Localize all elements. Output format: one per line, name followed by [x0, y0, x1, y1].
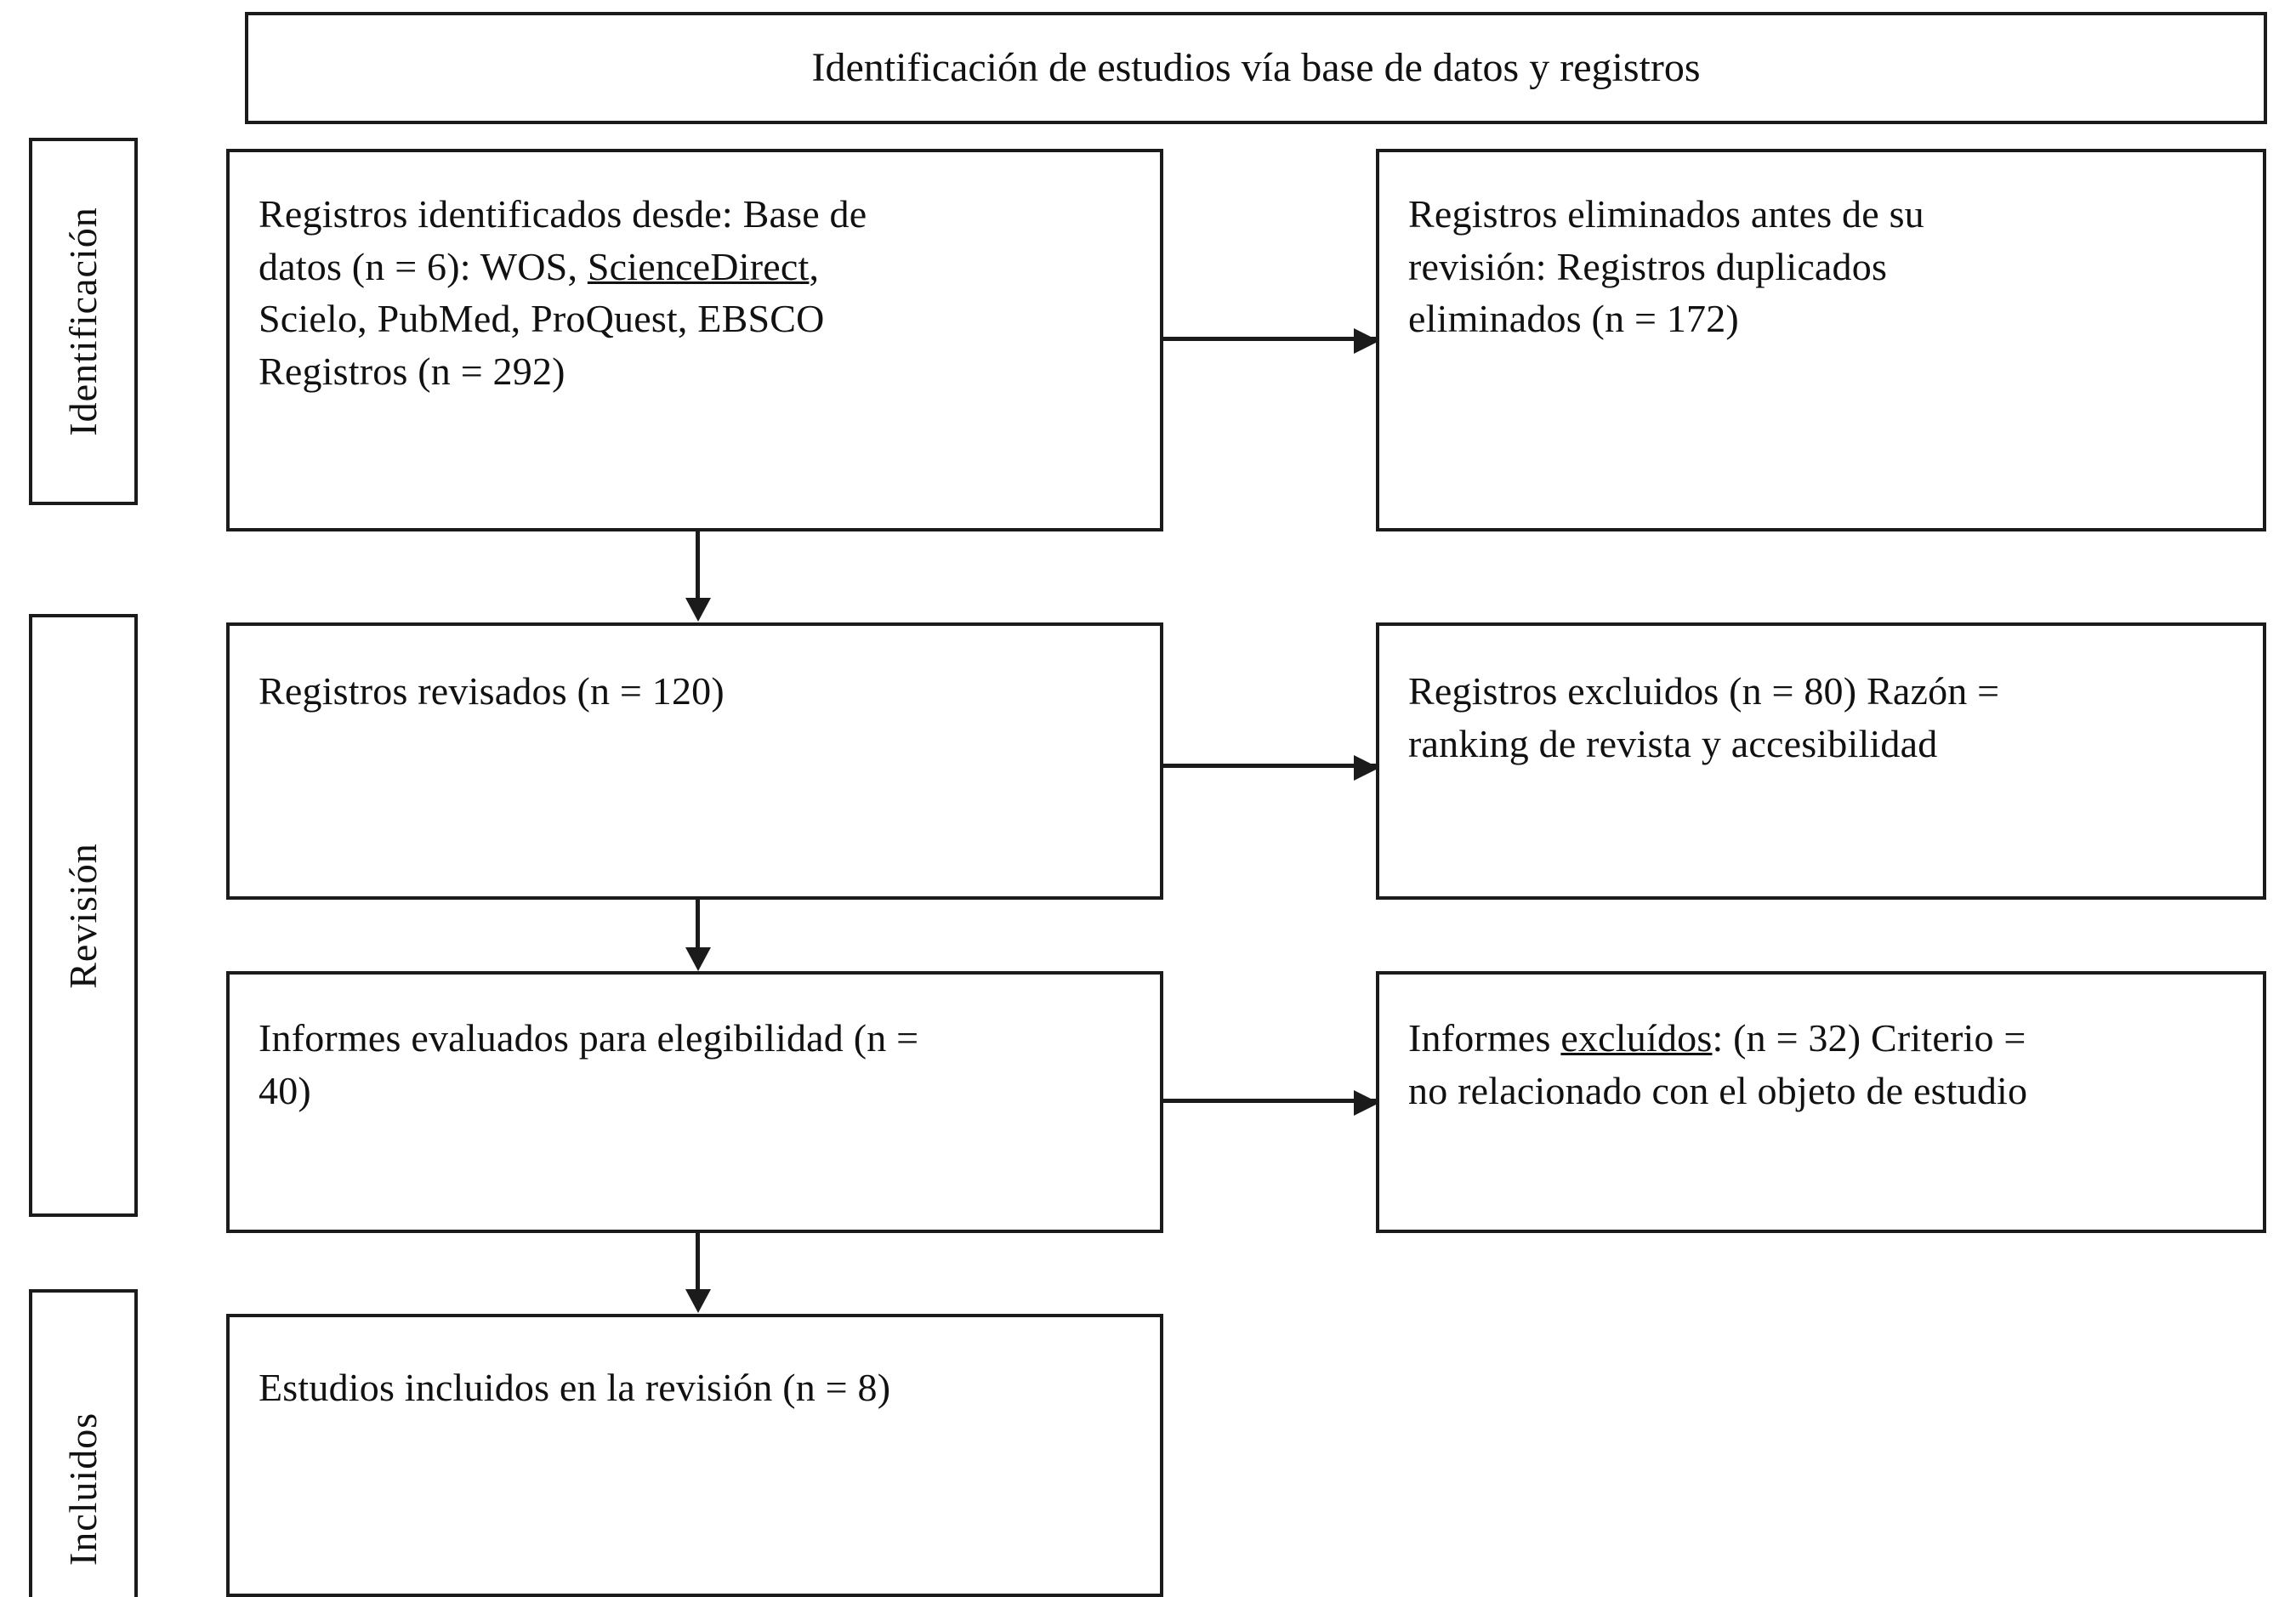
text-line: Registros revisados (n = 120): [259, 669, 725, 713]
text-line: Informes evaluados para elegibilidad (n …: [259, 1016, 919, 1060]
text-segment: ,: [809, 244, 820, 288]
box-records-excluded: Registros excluidos (n = 80) Razón = ran…: [1376, 622, 2266, 900]
text-line: Informes excluídos: (n = 32) Criterio =: [1408, 1012, 2242, 1065]
text-line: Registros excluidos (n = 80) Razón =: [1408, 669, 2000, 713]
text-line: no relacionado con el objeto de estudio: [1408, 1068, 2028, 1112]
text-line: ranking de revista y accesibilidad: [1408, 721, 1938, 765]
box-reports-excluded-text: Informes excluídos: (n = 32) Criterio = …: [1408, 1012, 2242, 1117]
text-segment: Informes: [1408, 1016, 1561, 1060]
text-line: Registros (n = 292): [259, 349, 565, 393]
text-line: 40): [259, 1068, 311, 1112]
page-title: Identificación de estudios vía base de d…: [811, 45, 1701, 91]
text-segment-underlined: excluídos: [1560, 1016, 1713, 1060]
text-line: Registros eliminados antes de su: [1408, 192, 1924, 236]
text-segment: datos (n = 6): WOS,: [259, 244, 588, 288]
arrow-identified-to-removed: [1163, 328, 1379, 354]
box-reports-assessed: Informes evaluados para elegibilidad (n …: [226, 971, 1163, 1233]
box-records-screened: Registros revisados (n = 120): [226, 622, 1163, 900]
arrow-screened-to-excluded: [1163, 755, 1379, 781]
box-reports-excluded: Informes excluídos: (n = 32) Criterio = …: [1376, 971, 2266, 1233]
stage-label-text: Revisión: [61, 842, 105, 989]
box-records-excluded-text: Registros excluidos (n = 80) Razón = ran…: [1408, 665, 2242, 770]
box-records-removed: Registros eliminados antes de su revisió…: [1376, 149, 2266, 531]
text-line: datos (n = 6): WOS, ScienceDirect,: [259, 241, 1139, 293]
stage-label-identificacion: Identificación: [29, 138, 138, 505]
box-records-screened-text: Registros revisados (n = 120): [259, 665, 1139, 718]
text-line: Estudios incluidos en la revisión (n = 8…: [259, 1366, 891, 1409]
text-line: eliminados (n = 172): [1408, 297, 1739, 341]
box-records-removed-text: Registros eliminados antes de su revisió…: [1408, 188, 2242, 345]
arrow-eligibility-to-reports-excluded: [1163, 1090, 1379, 1116]
box-studies-included-text: Estudios incluidos en la revisión (n = 8…: [259, 1361, 1139, 1414]
stage-label-revision: Revisión: [29, 614, 138, 1217]
stage-label-text: Identificación: [61, 207, 105, 436]
text-line: Scielo, PubMed, ProQuest, EBSCO: [259, 297, 825, 341]
text-line: revisión: Registros duplicados: [1408, 244, 1888, 288]
box-studies-included: Estudios incluidos en la revisión (n = 8…: [226, 1314, 1163, 1597]
box-records-identified-text: Registros identificados desde: Base de d…: [259, 188, 1139, 398]
box-reports-assessed-text: Informes evaluados para elegibilidad (n …: [259, 1012, 1139, 1117]
text-segment: : (n = 32) Criterio =: [1712, 1016, 2026, 1060]
arrow-eligibility-to-included: [685, 1233, 711, 1313]
text-line: Registros identificados desde: Base de: [259, 192, 867, 236]
arrow-identified-to-screened: [685, 531, 711, 622]
arrow-screened-to-eligibility: [685, 900, 711, 971]
stage-label-text: Incluidos: [61, 1412, 105, 1566]
box-records-identified: Registros identificados desde: Base de d…: [226, 149, 1163, 531]
stage-label-incluidos: Incluidos: [29, 1289, 138, 1597]
header-box: Identificación de estudios vía base de d…: [245, 12, 2267, 124]
text-segment-underlined: ScienceDirect: [587, 244, 810, 288]
